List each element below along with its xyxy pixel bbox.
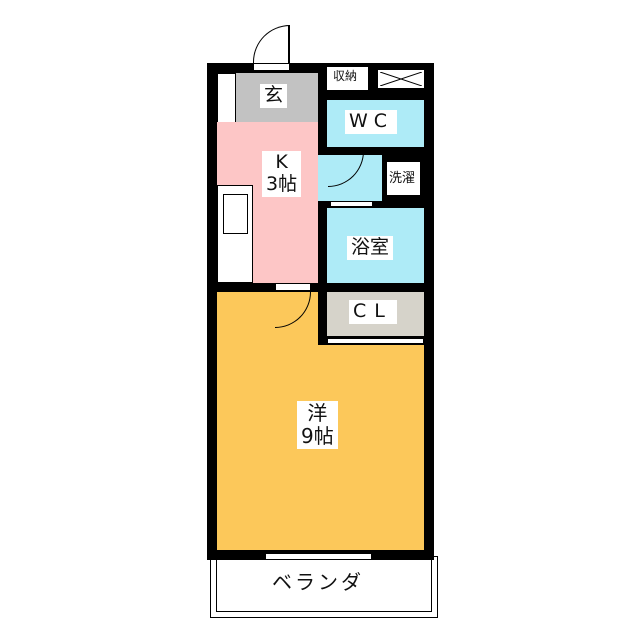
laundry-label: 洗濯 (387, 171, 418, 188)
western-label: 洋 9帖 (297, 401, 338, 449)
entry-door-swing (253, 25, 290, 63)
closet-sliding-door[interactable] (327, 338, 424, 344)
western-door-opening (275, 283, 311, 291)
kitchen-label-size: 3帖 (266, 172, 298, 195)
kitchen-label: K 3帖 (262, 151, 302, 197)
shoe-cabinet (217, 73, 236, 123)
western-label-size: 9帖 (301, 424, 334, 448)
western-label-type: 洋 (307, 401, 328, 425)
veranda-inner (216, 556, 432, 612)
closet-label: CL (349, 300, 397, 324)
balcony-window[interactable] (265, 553, 372, 560)
veranda-label: ベランダ (268, 570, 368, 595)
entry-door-opening (253, 63, 290, 71)
pipe-space-x-icon (380, 72, 422, 86)
wc-label: WC (345, 110, 398, 134)
bath-door (330, 201, 373, 207)
kitchen-label-type: K (275, 151, 288, 173)
storage-label: 収納 (331, 69, 360, 85)
bath-label: 浴室 (347, 236, 394, 260)
sink (223, 194, 248, 234)
entrance-label: 玄 (260, 84, 288, 108)
